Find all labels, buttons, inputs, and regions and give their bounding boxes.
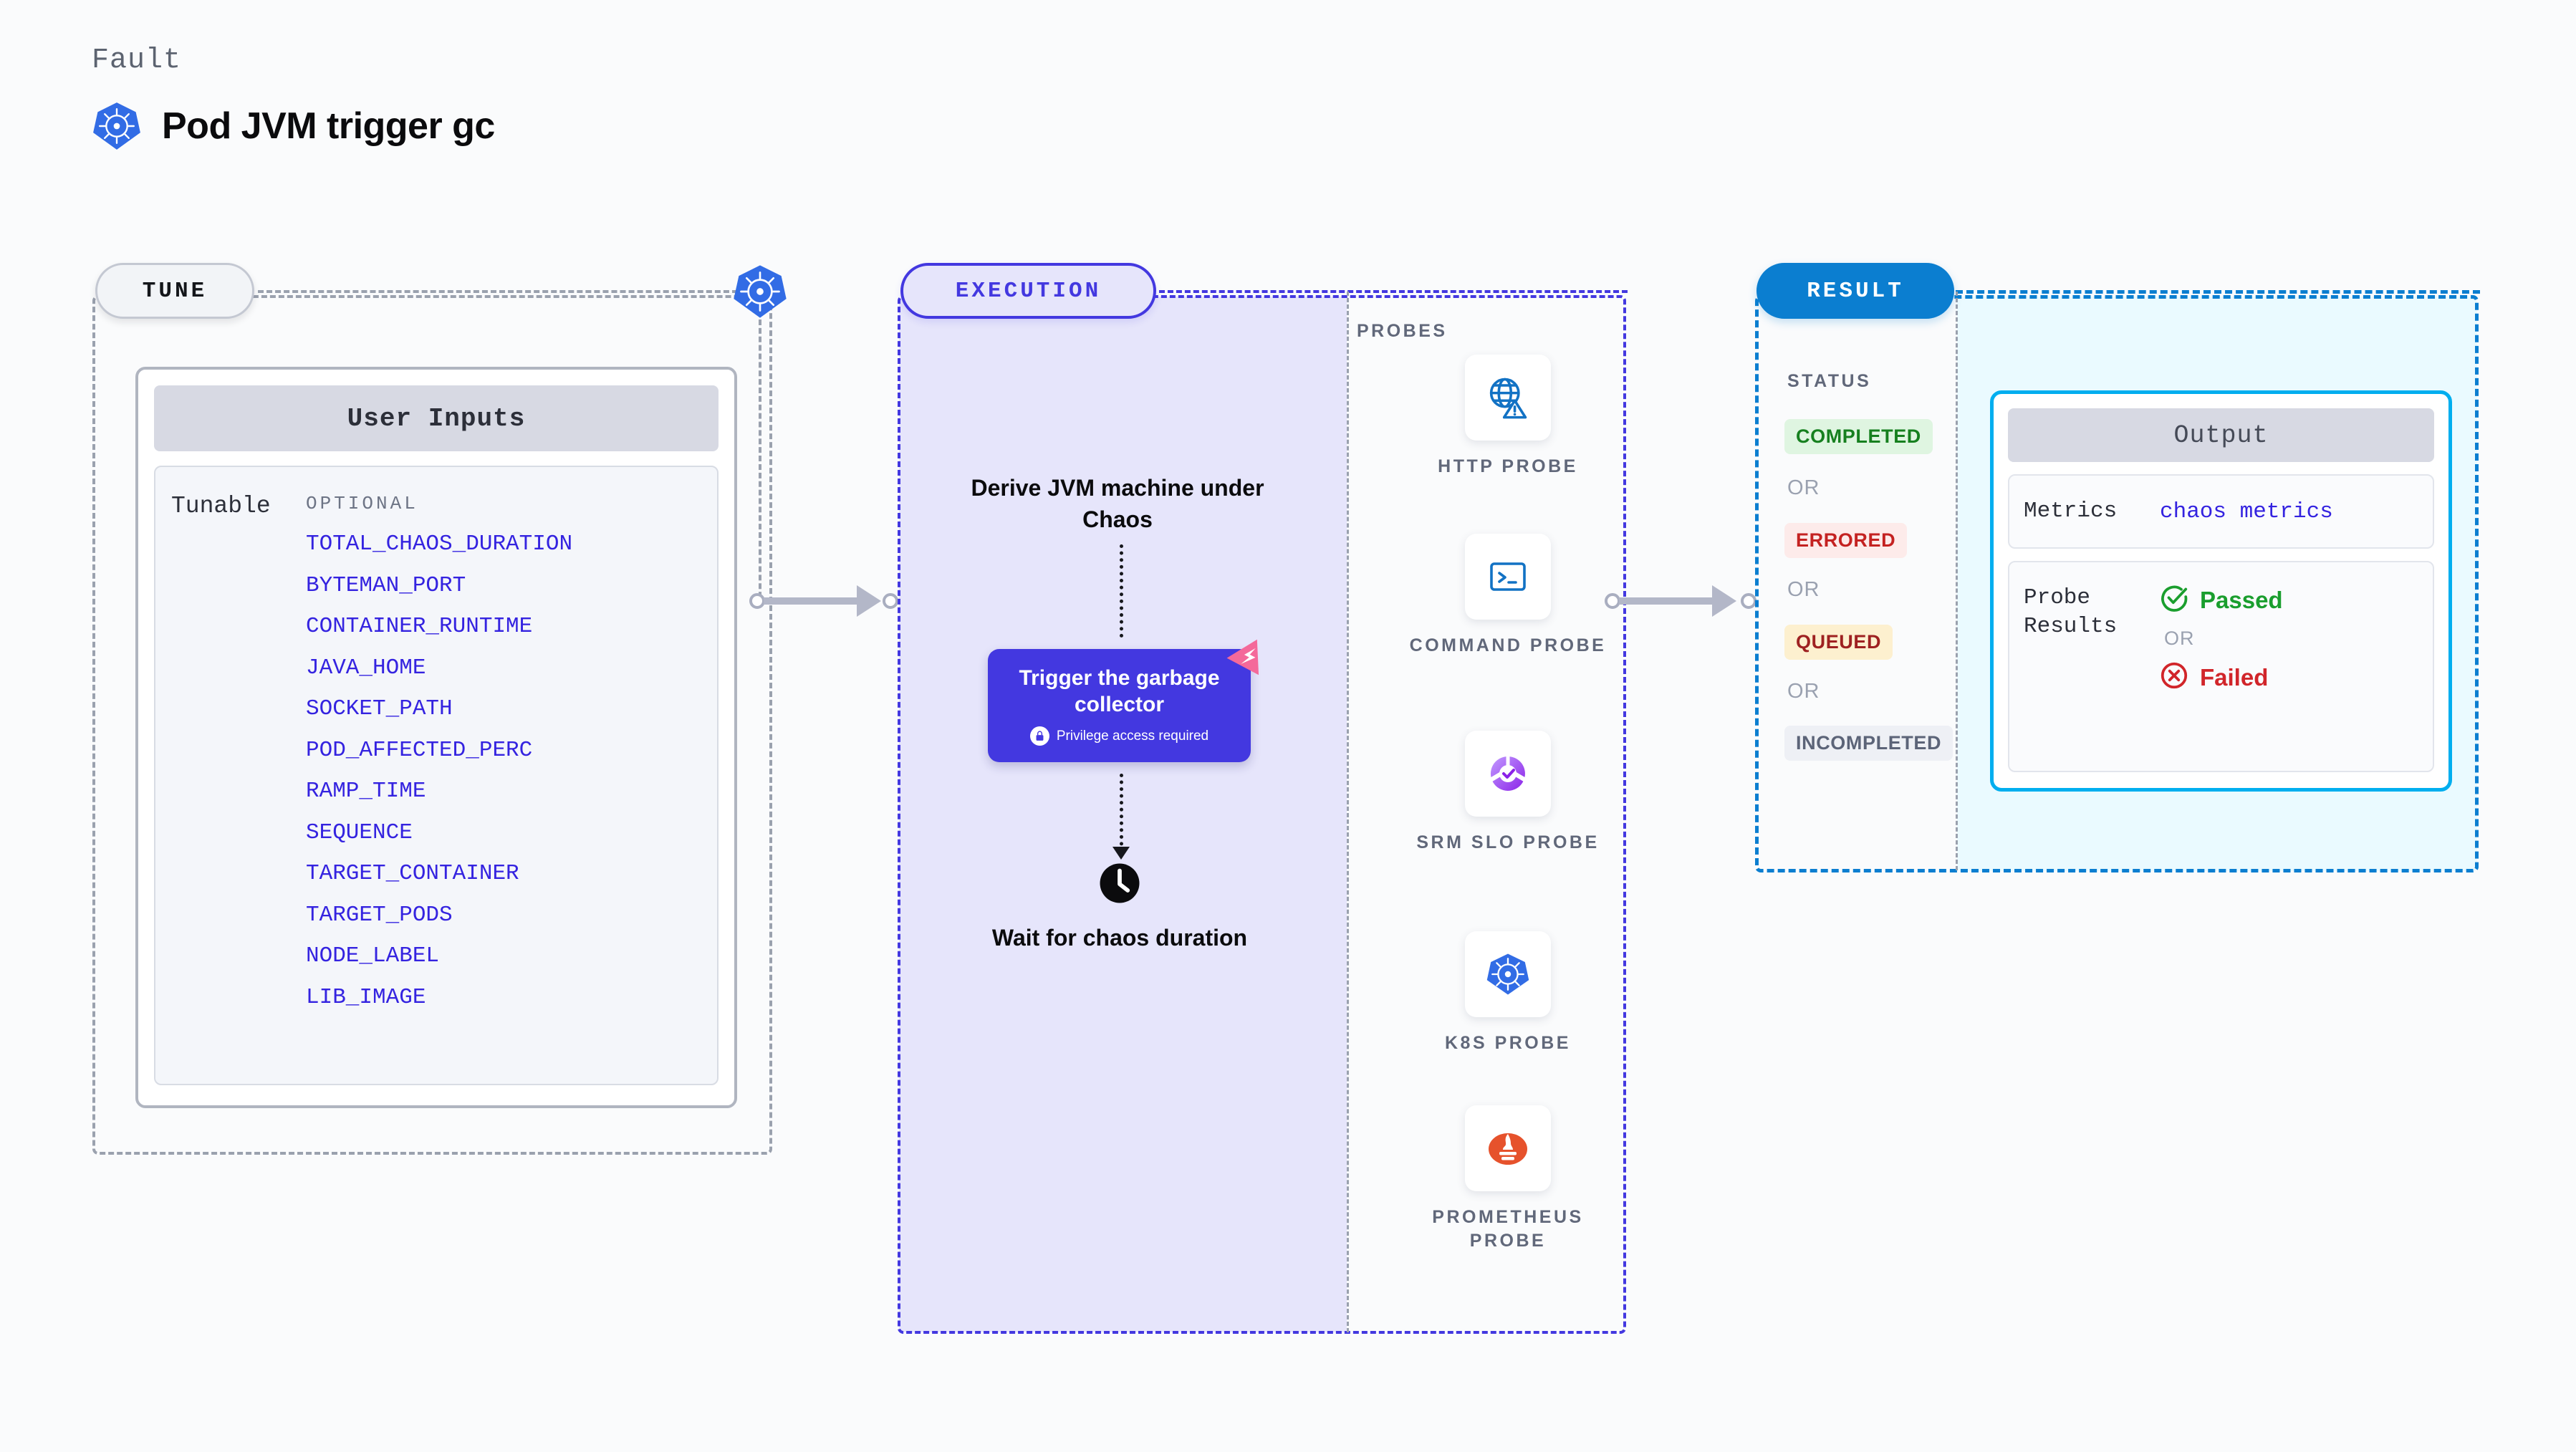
optional-label: OPTIONAL [306,493,418,514]
tunable-item[interactable]: TARGET_PODS [306,902,453,928]
tunable-item[interactable]: CONTAINER_RUNTIME [306,614,533,640]
tunable-panel: Tunable OPTIONAL TOTAL_CHAOS_DURATION BY… [154,466,719,1085]
user-inputs-card: User Inputs Tunable OPTIONAL TOTAL_CHAOS… [135,367,737,1108]
status-or-3: OR [1787,680,1820,703]
connector-tune-to-execution [749,580,914,620]
probe-srm-slo[interactable]: SRM SLO PROBE [1400,731,1615,855]
probe-label: COMMAND PROBE [1409,635,1607,655]
execution-flow-line-1 [1120,544,1123,638]
tunable-item[interactable]: JAVA_HOME [306,655,426,681]
tune-stage-container [92,295,772,1155]
probe-label: PROMETHEUS PROBE [1432,1207,1584,1251]
passed-label: Passed [2200,586,2283,613]
status-badge-queued: QUEUED [1784,625,1893,660]
x-circle-icon [2160,661,2188,693]
output-card: Output Metrics chaos metrics Probe Resul… [1990,390,2452,792]
tunable-item[interactable]: TOTAL_CHAOS_DURATION [306,532,573,557]
output-title: Output [2008,408,2434,462]
tunable-item[interactable]: SOCKET_PATH [306,696,453,722]
privilege-note-text: Privilege access required [1056,728,1209,744]
probe-k8s[interactable]: K8S PROBE [1400,931,1615,1055]
connector-shaft [1619,597,1726,605]
probe-command[interactable]: COMMAND PROBE [1400,534,1615,658]
result-stage-container [1755,295,2479,872]
probe-results-row: Probe Results Passed OR [2008,561,2434,772]
connector-shaft [764,597,871,605]
probe-result-or: OR [2164,628,2195,649]
srm-slo-icon [1465,731,1551,817]
probe-results-values: Passed OR Failed [2160,584,2283,771]
probe-prometheus[interactable]: PROMETHEUS PROBE [1400,1105,1615,1253]
fault-node-title: Trigger the garbage collector [1019,665,1220,716]
metrics-key: Metrics [2024,498,2118,524]
probe-label: HTTP PROBE [1438,456,1578,476]
tunable-item[interactable]: POD_AFFECTED_PERC [306,737,533,763]
tunable-item[interactable]: RAMP_TIME [306,779,426,804]
probe-http[interactable]: HTTP PROBE [1400,355,1615,479]
probe-label: K8S PROBE [1445,1033,1571,1053]
probe-results-key: Probe Results [2024,585,2118,640]
connector-arrowhead [857,585,881,617]
result-connector-line [1956,290,2480,294]
fault-eyebrow: Fault [92,44,182,77]
stage-pill-result[interactable]: RESULT [1756,263,1954,319]
fault-ribbon-icon [1226,633,1271,678]
kubernetes-icon [92,101,142,151]
status-heading: STATUS [1787,371,1872,391]
tunable-item[interactable]: TARGET_CONTAINER [306,861,519,887]
kubernetes-icon [732,264,788,319]
fault-node-trigger-gc[interactable]: Trigger the garbage collector Privilege … [988,649,1251,762]
tunable-item[interactable]: NODE_LABEL [306,943,440,969]
failed-label: Failed [2200,663,2269,691]
probes-heading: PROBES [1357,321,1448,341]
execution-step-derive: Derive JVM machine under Chaos [971,475,1264,532]
connector-execution-to-result [1605,580,1777,620]
probe-result-passed: Passed [2160,584,2283,616]
execution-flow-line-2 [1120,774,1123,852]
execution-stage-container [898,295,1626,1334]
execution-flow-arrowhead [1112,847,1130,860]
probe-result-failed: Failed [2160,661,2283,693]
status-badge-completed: COMPLETED [1784,419,1933,454]
tunable-item[interactable]: SEQUENCE [306,819,413,845]
probes-divider [1347,292,1349,1332]
metrics-value[interactable]: chaos metrics [2160,499,2333,524]
user-inputs-title: User Inputs [154,385,719,451]
page-title: Pod JVM trigger gc [162,105,495,147]
privilege-note: Privilege access required [1029,726,1209,746]
lock-icon [1029,726,1049,746]
tune-connector-line [258,290,738,293]
connector-end-dot [1741,593,1756,609]
tunable-item[interactable]: BYTEMAN_PORT [306,572,466,598]
tunable-list: OPTIONAL TOTAL_CHAOS_DURATION BYTEMAN_PO… [306,493,717,1084]
kubernetes-icon [1465,931,1551,1017]
check-circle-icon [2160,584,2188,616]
tune-k8s-drop-line [759,319,761,606]
stage-pill-execution[interactable]: EXECUTION [900,263,1156,319]
connector-end-dot [883,593,898,609]
connector-arrowhead [1712,585,1736,617]
title-row: Pod JVM trigger gc [92,101,495,151]
page-header: Fault Pod JVM trigger gc [92,44,495,151]
prometheus-icon [1465,1105,1551,1191]
status-divider [1956,292,1958,870]
execution-connector-line [1159,290,1628,293]
probe-label: SRM SLO PROBE [1416,832,1600,852]
status-badge-errored: ERRORED [1784,523,1908,558]
connector-start-dot [1605,593,1620,609]
status-or-1: OR [1787,476,1820,499]
status-or-2: OR [1787,578,1820,601]
metrics-row: Metrics chaos metrics [2008,474,2434,549]
tunable-section-label: Tunable [171,493,271,519]
terminal-icon [1465,534,1551,620]
tunable-item[interactable]: LIB_IMAGE [306,985,426,1011]
connector-start-dot [749,593,765,609]
stage-pill-tune[interactable]: TUNE [95,263,254,319]
globe-warning-icon [1465,355,1551,441]
status-badge-incompleted: INCOMPLETED [1784,726,1953,761]
execution-step-wait: Wait for chaos duration [991,925,1248,951]
clock-icon [1098,862,1141,905]
